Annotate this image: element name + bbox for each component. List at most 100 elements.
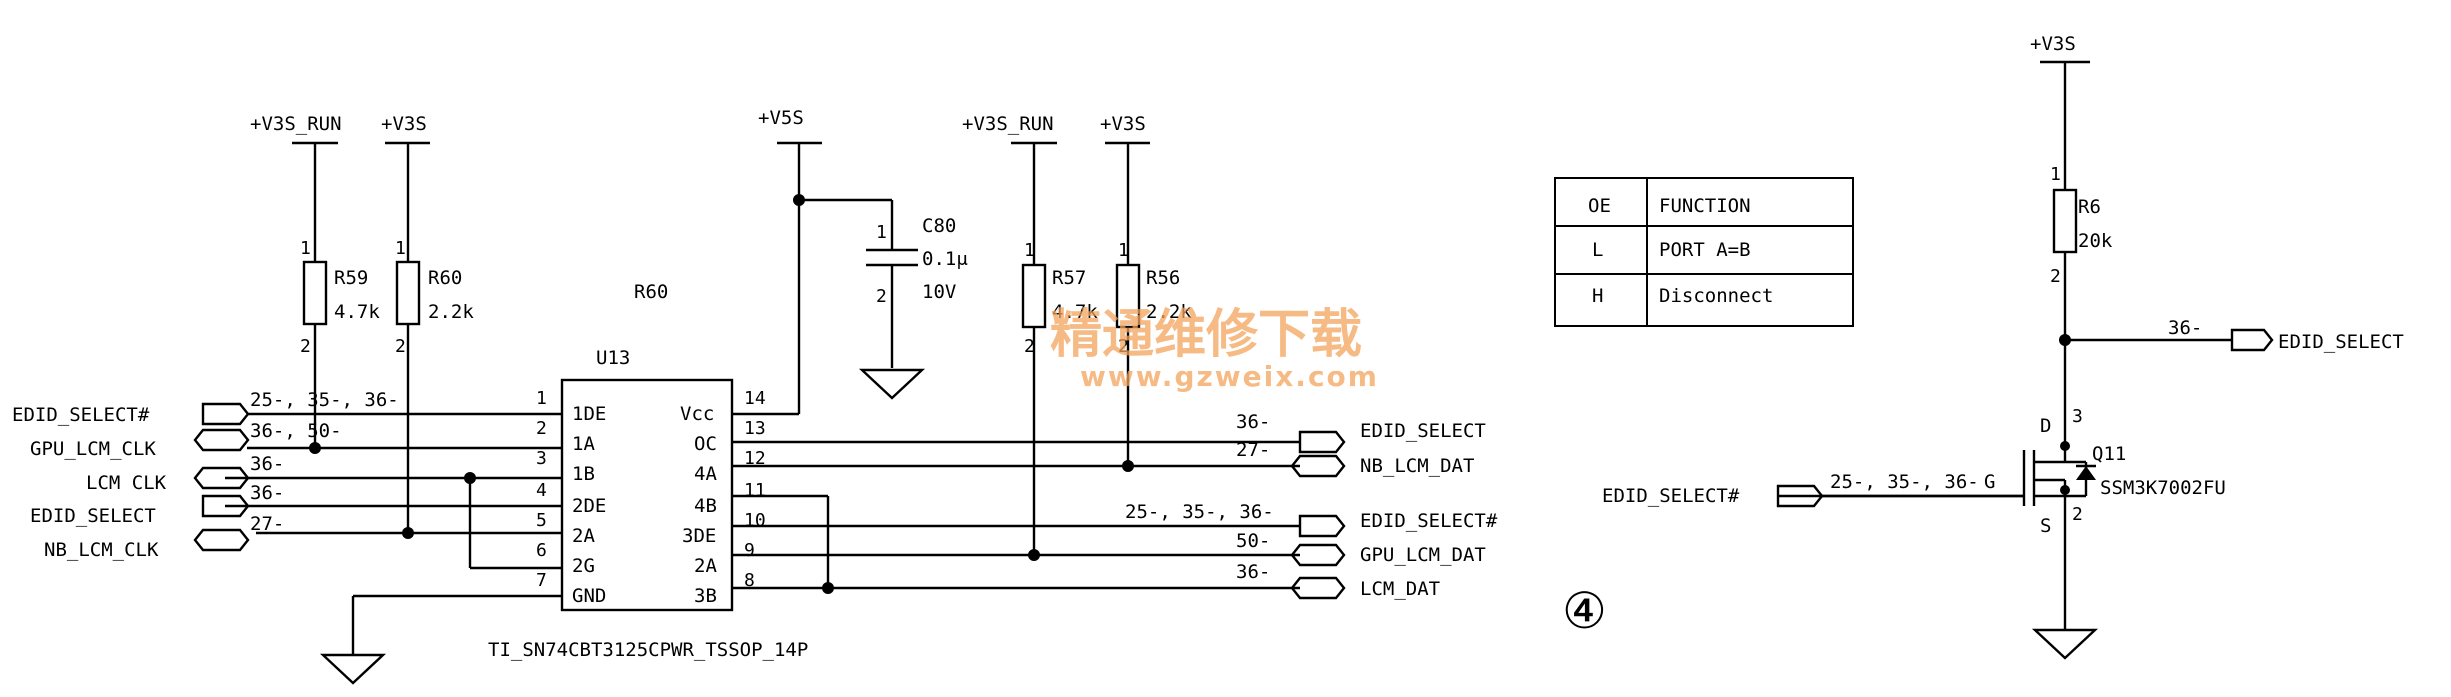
left-port-edid-select: EDID_SELECT 36- (30, 482, 284, 527)
right-out-wiring: 36- EDID_SELECT (2059, 317, 2404, 353)
ic-pin-name: 3B (694, 585, 717, 607)
ic-pin-number: 13 (744, 418, 766, 439)
port-name: NB_LCM_CLK (44, 539, 159, 561)
ic-pin-name: 2A (694, 555, 717, 577)
ic-pin-name: 2DE (572, 495, 606, 517)
ic-pin-number: 12 (744, 448, 766, 469)
ic-pin-number: 10 (744, 510, 766, 531)
right-port-nb-lcm-dat: NB_LCM_DAT 27- (1236, 439, 1474, 478)
port-xref: 36-, 50- (250, 420, 342, 442)
port-xref: 36- (2168, 317, 2202, 339)
transistor-part: SSM3K7002FU (2100, 477, 2226, 499)
port-name: EDID_SELECT# (12, 404, 150, 426)
capacitor-value: 0.1μ (922, 248, 968, 270)
port-name: GPU_LCM_CLK (30, 438, 156, 460)
ic-pin-number: 5 (536, 510, 547, 531)
circled-marker: ④ (1562, 582, 1607, 640)
transistor-drain: D (2040, 415, 2051, 437)
rail-v3s-right: +V3S (2030, 33, 2090, 190)
ic-pin-name: OC (694, 433, 717, 455)
ic-pin-name: Vcc (680, 403, 714, 425)
rail-label: +V3S (381, 113, 427, 135)
port-name: EDID_SELECT# (1602, 485, 1740, 507)
port-xref: 25-, 35-, 36- (1830, 471, 1979, 493)
rail-v3s-run-1: +V3S_RUN (250, 113, 342, 262)
rail-v3s-1: +V3S (381, 113, 430, 262)
pin-number: 2 (876, 286, 887, 307)
table-cell: PORT A=B (1659, 239, 1751, 261)
rail-v3s-run-2: +V3S_RUN (962, 113, 1057, 265)
port-name: EDID_SELECT (30, 505, 156, 527)
ic-pin-name: 1DE (572, 403, 606, 425)
port-xref: 27- (250, 513, 284, 535)
right-port-gpu-lcm-dat: GPU_LCM_DAT 50- (1236, 530, 1486, 567)
resistor-value: 4.7k (1052, 301, 1098, 323)
resistor-r60: 1 2 R60 2.2k (395, 238, 474, 533)
ic-ref: U13 (596, 347, 630, 369)
ic-pin-name: 3DE (682, 525, 716, 547)
rail-label: +V3S_RUN (250, 113, 342, 135)
pin-number: 2 (1118, 336, 1129, 357)
gate-label: G (1984, 471, 1995, 493)
pin-number: 1 (300, 238, 311, 259)
rail-label: +V5S (758, 107, 804, 129)
ic-pin-name: 2G (572, 555, 595, 577)
ic-pin-number: 11 (744, 480, 766, 501)
rail-label: +V3S (1100, 113, 1146, 135)
ic-pin-name: GND (572, 585, 606, 607)
resistor-value: 4.7k (334, 301, 380, 323)
port-xref: 36- (250, 482, 284, 504)
port-xref: 36- (1236, 561, 1270, 583)
ic-pin-number: 3 (536, 448, 547, 469)
resistor-r59: 1 2 R59 4.7k (300, 238, 380, 448)
table-cell: Disconnect (1659, 285, 1773, 307)
ic-pin-number: 14 (744, 388, 766, 409)
ic-pin-number: 6 (536, 540, 547, 561)
port-name: EDID_SELECT (2278, 331, 2404, 353)
resistor-r56: 1 2 R56 2.2k (1115, 240, 1192, 466)
resistor-ref: R57 (1052, 267, 1086, 289)
pin-number: 2 (395, 336, 406, 357)
ic-pin-name: 1B (572, 463, 595, 485)
left-port-lcm-clk: LCM CLK 36- (86, 453, 284, 494)
port-xref: 50- (1236, 530, 1270, 552)
table-cell: L (1592, 239, 1603, 261)
resistor-value: 2.2k (1146, 301, 1192, 323)
port-name: LCM CLK (86, 472, 167, 494)
pin-number: 2 (2050, 266, 2061, 287)
pin-number: 1 (1118, 240, 1129, 261)
rail-label: +V3S (2030, 33, 2076, 55)
table-header: FUNCTION (1659, 195, 1751, 217)
pin-number: 2 (1024, 336, 1035, 357)
watermark-url: www.gzweix.com (1080, 360, 1379, 393)
left-port-gpu-lcm-clk: GPU_LCM_CLK 36-, 50- (30, 420, 342, 460)
resistor-r6: 1 2 R6 20k (2050, 164, 2113, 440)
pin-number: 1 (2050, 164, 2061, 185)
port-name: NB_LCM_DAT (1360, 455, 1474, 477)
transistor-q11: D S 3 2 Q11 SSM3K7002FU EDID_SELECT# 25-… (1602, 406, 2226, 660)
port-name: EDID_SELECT (1360, 420, 1486, 442)
port-xref: 25-, 35-, 36- (250, 389, 399, 411)
transistor-ref: Q11 (2092, 443, 2126, 465)
pin-number: 1 (1024, 240, 1035, 261)
ic-pin-name: 2A (572, 525, 595, 547)
ic-pin-name: 1A (572, 433, 595, 455)
pin-number: 3 (2072, 406, 2083, 427)
resistor-ref: R60 (428, 267, 462, 289)
ic-pin-number: 7 (536, 570, 547, 591)
ic-pin-number: 1 (536, 388, 547, 409)
ic-part-number: TI_SN74CBT3125CPWR_TSSOP_14P (488, 639, 808, 661)
ic-pin-number: 2 (536, 418, 547, 439)
table-cell: H (1592, 285, 1603, 307)
pin-number: 2 (2072, 504, 2083, 525)
ground-symbol (858, 368, 926, 400)
watermark-cn: 精通维修下载 (1050, 304, 1362, 365)
resistor-r57: 1 2 R57 4.7k (1021, 240, 1098, 555)
port-name: EDID_SELECT# (1360, 510, 1498, 532)
ic-pin-name: 4A (694, 463, 717, 485)
ic-pin-number: 9 (744, 540, 755, 561)
resistor-value: 20k (2078, 230, 2113, 252)
rail-v3s-2: +V3S (1100, 113, 1150, 265)
right-wiring (732, 412, 1300, 594)
